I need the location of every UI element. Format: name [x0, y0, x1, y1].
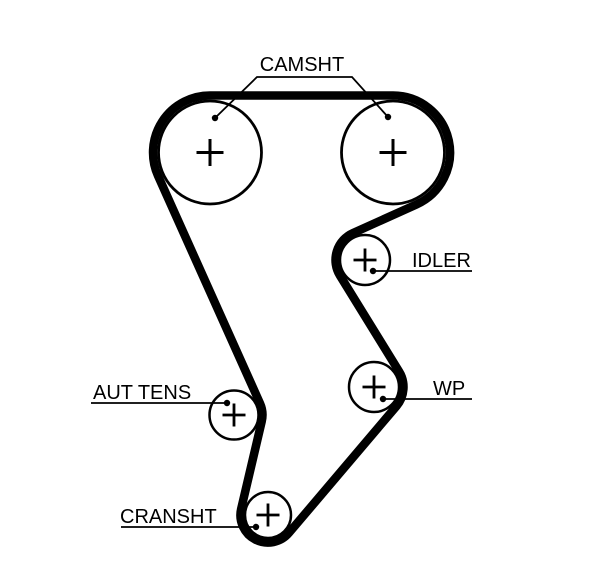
water-pump-center-cross-icon: [362, 375, 386, 399]
leader-dot-camsht: [211, 114, 219, 122]
idler-center-cross-icon: [353, 248, 377, 272]
camshaft-right-center-cross-icon: [379, 139, 407, 166]
label-aut-tens: AUT TENS: [93, 382, 191, 404]
aut-tensioner-center-cross-icon: [222, 403, 246, 427]
leader-dot-camsht: [384, 113, 392, 121]
leader-dot-wp: [379, 395, 387, 403]
leader-dot-cransht: [252, 523, 260, 531]
label-camsht: CAMSHT: [260, 54, 344, 76]
label-wp: WP: [433, 378, 465, 400]
label-cransht: CRANSHT: [120, 506, 217, 528]
label-idler: IDLER: [412, 250, 471, 272]
timing-belt: [148, 91, 455, 547]
leader-dot-aut-tens: [223, 399, 231, 407]
crankshaft-center-cross-icon: [256, 503, 280, 527]
leader-line-camsht: [214, 76, 389, 119]
camshaft-left-center-cross-icon: [196, 139, 224, 166]
leader-dot-idler: [369, 267, 377, 275]
